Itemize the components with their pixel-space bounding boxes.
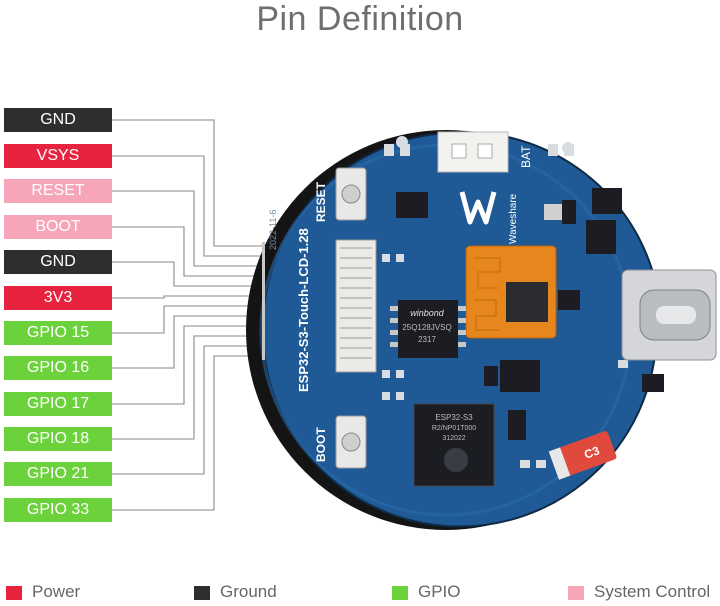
misc-components [484,290,664,440]
leader-line-boot [112,226,262,277]
pads [382,144,628,468]
page-title: Pin Definition [256,0,464,38]
chip-line1-text: ESP32-S3 [435,413,473,422]
flash-brand-text: winbond [410,308,445,318]
legend-label-power: Power [32,582,81,601]
leader-line-3v3 [112,295,262,299]
leader-line-reset [112,190,262,267]
boot-text: BOOT [314,427,328,462]
legend-swatch-power [6,586,22,600]
legend-label-ground: Ground [220,582,277,601]
leader-line-gnd-1 [112,119,262,247]
pin-label-gpio33: GPIO 33 [4,498,112,522]
model-text: ESP32-S3-Touch-LCD-1.28 [296,228,311,392]
small-ic-1 [396,192,428,218]
bat-label: BAT [519,145,533,168]
pin-label-reset: RESET [4,179,112,203]
flash-line2-text: 2317 [418,335,436,344]
date-text: 2022-11-6 [268,210,278,250]
legend-label-system: System Control [594,582,711,601]
brand-logo [459,191,497,225]
fpc-connector [262,239,377,373]
pin-label-gnd-2: GND [4,250,112,274]
pin-label-gpio21: GPIO 21 [4,462,112,486]
usb-c-connector [621,269,717,361]
pin-label-gnd-1: GND [4,108,112,132]
flash-line1-text: 25Q128JVSQ [402,323,451,332]
leader-line-gpio15 [112,305,262,334]
reset-text: RESET [314,181,328,222]
pin-label-boot: BOOT [4,215,112,239]
pin-label-gpio16: GPIO 16 [4,356,112,380]
pin-label-gpio15: GPIO 15 [4,321,112,345]
leader-line-gpio16 [112,315,262,369]
pin-label-gpio18: GPIO 18 [4,427,112,451]
chip-line3-text: 312022 [442,435,465,442]
legend-swatch-system [568,586,584,600]
pin-label-vsys: VSYS [4,144,112,168]
boot-button-body [335,415,367,469]
leader-line-gnd-2 [112,261,262,287]
legend-swatch-gpio [392,586,408,600]
legend-label-gpio: GPIO [418,582,461,601]
reset-button-body [335,167,367,221]
small-ic-2 [592,188,622,214]
battery-connector [437,131,509,173]
leader-line-gpio18 [112,335,262,440]
cap-label-text: C3 [582,443,602,462]
brand-text: Waveshare [508,193,519,244]
c3-capacitor [548,431,617,480]
leader-line-vsys [112,155,262,257]
small-ic-5 [562,200,576,224]
pin-leader-lines [112,119,262,511]
leader-line-gpio33 [112,355,262,511]
antenna-module [465,245,557,339]
pin-label-gpio17: GPIO 17 [4,392,112,416]
pin-label-3v3: 3V3 [4,286,112,310]
flash-chip [390,300,466,358]
small-ic-3 [586,220,616,254]
leader-line-gpio21 [112,345,262,475]
esp32-chip [413,403,495,487]
legend-swatch-ground [194,586,210,600]
chip-line2-text: R2/NP01T000 [432,425,476,432]
leader-line-gpio17 [112,325,262,405]
